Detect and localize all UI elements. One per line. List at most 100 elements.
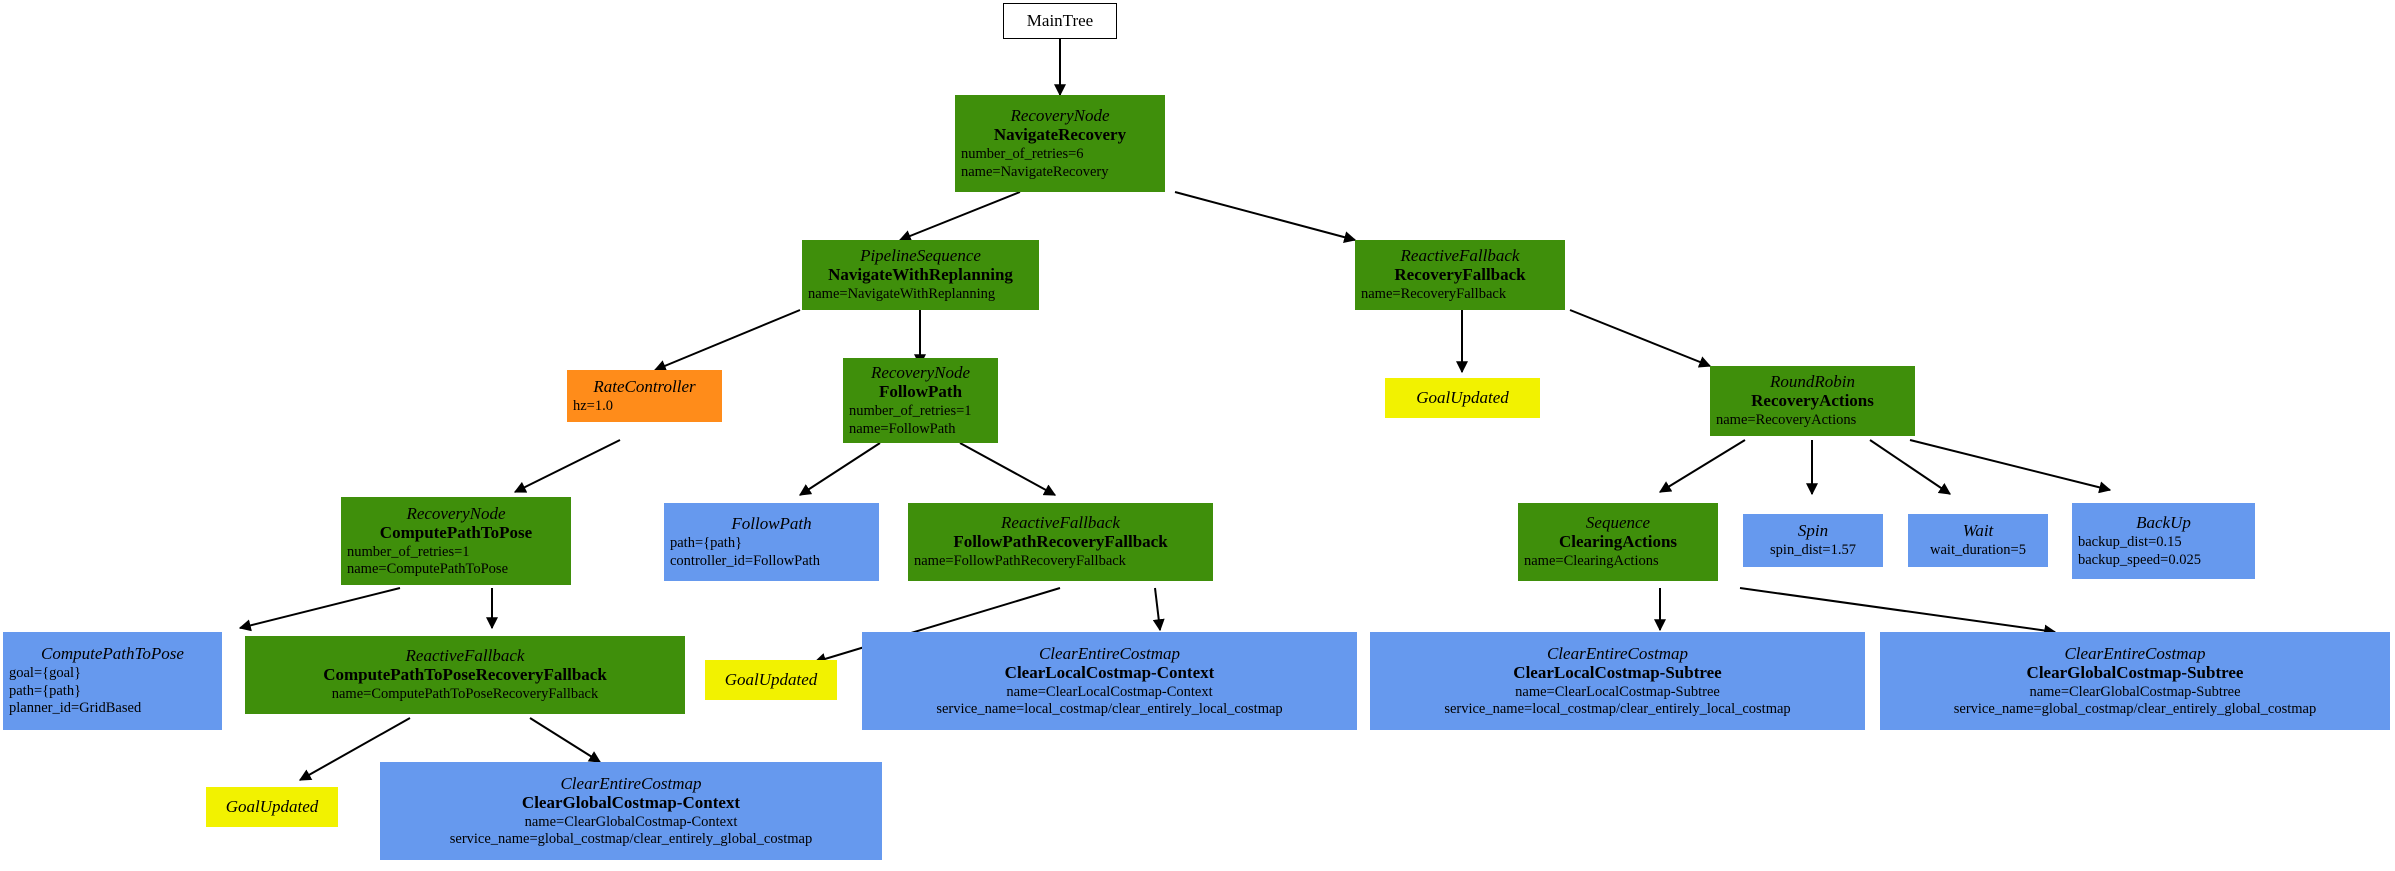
node-clearing-actions[interactable]: Sequence ClearingActions name=ClearingAc… — [1518, 503, 1718, 581]
node-param: backup_dist=0.15 — [2078, 534, 2182, 551]
node-rate-controller[interactable]: RateController hz=1.0 — [567, 370, 722, 422]
node-type-label: FollowPath — [731, 514, 812, 534]
edge-navigatewithreplanning-ratecontroller — [653, 309, 801, 372]
node-backup[interactable]: BackUp backup_dist=0.15 backup_speed=0.0… — [2072, 503, 2255, 579]
node-clear-local-costmap-context[interactable]: ClearEntireCostmap ClearLocalCostmap-Con… — [862, 632, 1357, 730]
node-follow-path-recovery[interactable]: RecoveryNode FollowPath number_of_retrie… — [843, 358, 998, 443]
node-type-label: ClearEntireCostmap — [1038, 643, 1181, 663]
node-param: service_name=local_costmap/clear_entirel… — [1444, 701, 1791, 718]
node-name-label: ClearLocalCostmap-Context — [1004, 662, 1215, 682]
node-params: name=ClearingActions — [1524, 553, 1712, 570]
node-param: name=NavigateRecovery — [961, 163, 1109, 180]
node-type-label: ReactiveFallback — [405, 646, 525, 666]
node-param: name=RecoveryFallback — [1361, 286, 1507, 303]
node-param: name=NavigateWithReplanning — [808, 286, 996, 303]
node-name-label: ClearingActions — [1558, 532, 1678, 552]
edge-followpathrecovery-followpathaction — [798, 442, 881, 496]
node-compute-path-to-pose-recovery[interactable]: RecoveryNode ComputePathToPose number_of… — [341, 497, 571, 585]
node-param: name=ClearingActions — [1524, 553, 1659, 570]
node-spin[interactable]: Spin spin_dist=1.57 — [1743, 514, 1883, 567]
edge-computepathtoposerecovery-computepathtoposeaction — [238, 587, 401, 632]
node-clear-local-costmap-subtree[interactable]: ClearEntireCostmap ClearLocalCostmap-Sub… — [1370, 632, 1865, 730]
node-param: number_of_retries=1 — [347, 543, 470, 560]
node-param: controller_id=FollowPath — [670, 552, 820, 569]
node-params: number_of_retries=1 name=FollowPath — [849, 403, 992, 438]
node-goal-updated-follow-path[interactable]: GoalUpdated — [705, 660, 837, 700]
node-clear-global-costmap-subtree[interactable]: ClearEntireCostmap ClearGlobalCostmap-Su… — [1880, 632, 2390, 730]
node-params: spin_dist=1.57 — [1749, 542, 1877, 559]
node-name-label: ClearGlobalCostmap-Subtree — [2026, 662, 2244, 682]
node-type-label: RoundRobin — [1770, 372, 1855, 392]
node-type-label: Wait — [1962, 521, 1994, 541]
node-param: number_of_retries=6 — [961, 146, 1084, 163]
edge-followpathrecoveryfallback-clearlocalcostmapcontext — [1152, 587, 1165, 632]
node-params: backup_dist=0.15 backup_speed=0.025 — [2078, 534, 2249, 569]
edge-followpathrecovery-followpathrecoveryfallback — [959, 442, 1057, 496]
edge-recoveryactions-wait — [1869, 439, 1951, 495]
node-type-label: RecoveryNode — [1010, 106, 1110, 126]
node-name-label: RecoveryFallback — [1394, 265, 1526, 285]
node-clear-global-costmap-context[interactable]: ClearEntireCostmap ClearGlobalCostmap-Co… — [380, 762, 882, 860]
node-type-label: ClearEntireCostmap — [560, 773, 702, 793]
node-param: path={path} — [9, 682, 82, 699]
node-param: goal={goal} — [9, 665, 82, 682]
node-name-label: ClearGlobalCostmap-Context — [521, 792, 741, 812]
node-compute-path-to-pose-recovery-fallback[interactable]: ReactiveFallback ComputePathToPoseRecove… — [245, 636, 685, 714]
node-type-label: ReactiveFallback — [1400, 246, 1520, 266]
node-follow-path-recovery-fallback[interactable]: ReactiveFallback FollowPathRecoveryFallb… — [908, 503, 1213, 581]
node-name-label: ComputePathToPose — [379, 522, 533, 542]
node-param: name=FollowPath — [849, 420, 956, 437]
node-param: service_name=local_costmap/clear_entirel… — [936, 701, 1283, 718]
node-type-label: ReactiveFallback — [1001, 513, 1120, 533]
edge-computepathtoposerecoveryfallback-clearglobalcostmapcontext — [529, 717, 602, 763]
node-params: number_of_retries=1 name=ComputePathToPo… — [347, 544, 565, 579]
node-type-label: GoalUpdated — [1416, 388, 1509, 408]
node-name-label: FollowPath — [878, 382, 963, 402]
node-param: name=ComputePathToPoseRecoveryFallback — [331, 686, 599, 703]
node-param: name=ClearLocalCostmap-Subtree — [1515, 683, 1720, 700]
edge-recoveryactions-backup — [1909, 439, 2112, 494]
node-main-tree[interactable]: MainTree — [1003, 3, 1117, 39]
node-type-label: GoalUpdated — [225, 797, 319, 817]
node-param: backup_speed=0.025 — [2078, 551, 2201, 568]
node-params: path={path} controller_id=FollowPath — [670, 535, 873, 570]
node-params: name=ClearGlobalCostmap-Context service_… — [386, 814, 876, 849]
node-param: name=ClearGlobalCostmap-Subtree — [2029, 683, 2241, 700]
node-param: planner_id=GridBased — [9, 700, 142, 717]
node-name-label: FollowPathRecoveryFallback — [953, 532, 1168, 552]
node-name-label: NavigateRecovery — [993, 125, 1127, 145]
node-type-label: BackUp — [2136, 513, 2191, 533]
node-navigate-with-replanning[interactable]: PipelineSequence NavigateWithReplanning … — [802, 240, 1039, 310]
node-name-label: NavigateWithReplanning — [828, 265, 1013, 285]
node-params: goal={goal} path={path} planner_id=GridB… — [9, 665, 216, 717]
node-wait[interactable]: Wait wait_duration=5 — [1908, 514, 2048, 567]
node-recovery-fallback[interactable]: ReactiveFallback RecoveryFallback name=R… — [1355, 240, 1565, 310]
node-recovery-actions[interactable]: RoundRobin RecoveryActions name=Recovery… — [1710, 366, 1915, 436]
edge-recoveryactions-clearingactions — [1658, 439, 1746, 493]
node-type-label: RecoveryNode — [406, 503, 506, 523]
node-param: name=ClearLocalCostmap-Context — [1006, 683, 1213, 700]
edge-ratecontroller-computepathtopose — [513, 439, 621, 493]
node-params: name=NavigateWithReplanning — [808, 286, 1033, 303]
node-goal-updated-recovery[interactable]: GoalUpdated — [1385, 378, 1540, 418]
node-name-label: ClearLocalCostmap-Subtree — [1513, 662, 1722, 682]
node-param: name=ComputePathToPose — [347, 561, 509, 578]
node-params: wait_duration=5 — [1914, 542, 2042, 559]
node-type-label: RateController — [593, 376, 696, 396]
node-name-label: ComputePathToPoseRecoveryFallback — [323, 665, 607, 685]
node-type-label: Sequence — [1585, 513, 1651, 533]
node-follow-path-action[interactable]: FollowPath path={path} controller_id=Fol… — [664, 503, 879, 581]
node-params: name=FollowPathRecoveryFallback — [914, 553, 1207, 570]
node-goal-updated-compute-path[interactable]: GoalUpdated — [206, 787, 338, 827]
node-param: number_of_retries=1 — [849, 403, 972, 420]
node-params: number_of_retries=6 name=NavigateRecover… — [961, 146, 1159, 181]
node-compute-path-to-pose-action[interactable]: ComputePathToPose goal={goal} path={path… — [3, 632, 222, 730]
node-type-label: RecoveryNode — [870, 363, 971, 383]
node-param: name=RecoveryActions — [1716, 412, 1857, 429]
node-type-label: GoalUpdated — [724, 670, 818, 690]
node-params: name=ClearLocalCostmap-Subtree service_n… — [1376, 684, 1859, 719]
node-type-label: ComputePathToPose — [41, 644, 184, 664]
node-params: name=ClearGlobalCostmap-Subtree service_… — [1886, 684, 2384, 719]
node-navigate-recovery[interactable]: RecoveryNode NavigateRecovery number_of_… — [955, 95, 1165, 192]
